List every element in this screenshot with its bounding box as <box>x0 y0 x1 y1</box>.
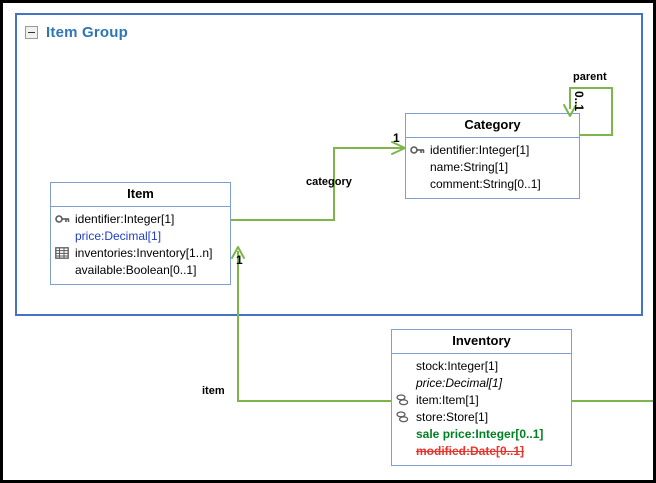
no-icon <box>396 445 414 459</box>
assoc-parent-multiplicity: 0..1 <box>572 91 586 112</box>
no-icon <box>55 230 73 244</box>
attribute-text: identifier:Integer[1] <box>75 212 175 227</box>
attribute-row: price:Decimal[1] <box>55 228 226 245</box>
attribute-row: identifier:Integer[1] <box>410 142 575 159</box>
key-icon <box>55 213 73 227</box>
assoc-item-multiplicity: 1 <box>236 253 243 267</box>
attribute-text: modified:Date[0..1] <box>416 444 525 459</box>
attribute-row: sale price:Integer[0..1] <box>396 426 567 443</box>
attribute-row: inventories:Inventory[1..n] <box>55 245 226 262</box>
no-icon <box>396 377 414 391</box>
class-box-item[interactable]: Item identifier:Integer[1] price:Decimal… <box>50 182 231 286</box>
assoc-parent-label: parent <box>573 71 607 83</box>
class-title-category: Category <box>406 114 579 139</box>
attribute-text: stock:Integer[1] <box>416 359 499 374</box>
class-title-inventory: Inventory <box>392 330 571 355</box>
no-icon <box>396 360 414 374</box>
attribute-row: stock:Integer[1] <box>396 358 567 375</box>
attribute-text: comment:String[0..1] <box>430 177 541 192</box>
assoc-parent-segment-4 <box>569 87 571 109</box>
assoc-category-segment-3 <box>333 147 403 149</box>
link-icon <box>396 411 414 425</box>
attribute-text: price:Decimal[1] <box>416 376 503 391</box>
no-icon <box>410 178 428 192</box>
attribute-text: inventories:Inventory[1..n] <box>75 246 213 261</box>
class-box-inventory[interactable]: Inventory stock:Integer[1] price:Decimal… <box>391 329 572 467</box>
assoc-store-segment <box>571 400 653 402</box>
attribute-row: modified:Date[0..1] <box>396 443 567 460</box>
class-box-category[interactable]: Category identifier:Integer[1] name:Stri… <box>405 113 580 200</box>
grid-icon <box>55 246 73 261</box>
assoc-category-label: category <box>306 176 352 188</box>
no-icon <box>396 428 414 442</box>
attribute-text: sale price:Integer[0..1] <box>416 427 544 442</box>
assoc-parent-segment-1 <box>579 134 613 136</box>
no-icon <box>410 161 428 175</box>
assoc-parent-arrowhead <box>562 103 578 124</box>
attribute-row: store:Store[1] <box>396 409 567 426</box>
attribute-text: name:String[1] <box>430 160 509 175</box>
attribute-text: item:Item[1] <box>416 393 479 408</box>
no-icon <box>55 264 73 278</box>
link-icon <box>396 394 414 408</box>
attribute-text: available:Boolean[0..1] <box>75 263 197 278</box>
class-title-item: Item <box>51 183 230 208</box>
group-title: Item Group <box>46 24 129 41</box>
assoc-item-label: item <box>202 385 225 397</box>
class-attributes-category: identifier:Integer[1] name:String[1] com… <box>406 138 579 199</box>
attribute-text: identifier:Integer[1] <box>430 143 530 158</box>
assoc-parent-segment-2 <box>611 87 613 136</box>
assoc-category-arrowhead <box>391 140 407 161</box>
attribute-text: store:Store[1] <box>416 410 489 425</box>
class-attributes-item: identifier:Integer[1] price:Decimal[1] i… <box>51 207 230 285</box>
attribute-row: item:Item[1] <box>396 392 567 409</box>
attribute-row: name:String[1] <box>410 159 575 176</box>
assoc-item-segment-2 <box>237 251 239 402</box>
assoc-item-segment-1 <box>237 400 391 402</box>
assoc-parent-segment-3 <box>569 87 613 89</box>
group-header: Item Group <box>25 24 128 41</box>
attribute-row: identifier:Integer[1] <box>55 211 226 228</box>
attribute-row: comment:String[0..1] <box>410 176 575 193</box>
group-frame-item-group[interactable] <box>15 13 643 316</box>
assoc-category-multiplicity: 1 <box>393 131 400 145</box>
attribute-row: available:Boolean[0..1] <box>55 262 226 279</box>
attribute-row: price:Decimal[1] <box>396 375 567 392</box>
assoc-item-arrowhead <box>230 245 246 266</box>
assoc-category-segment-2 <box>333 147 335 221</box>
assoc-category-segment-1 <box>231 219 335 221</box>
minus-box-icon[interactable] <box>25 26 38 39</box>
class-attributes-inventory: stock:Integer[1] price:Decimal[1] item:I… <box>392 354 571 466</box>
attribute-text: price:Decimal[1] <box>75 229 162 244</box>
key-icon <box>410 144 428 158</box>
